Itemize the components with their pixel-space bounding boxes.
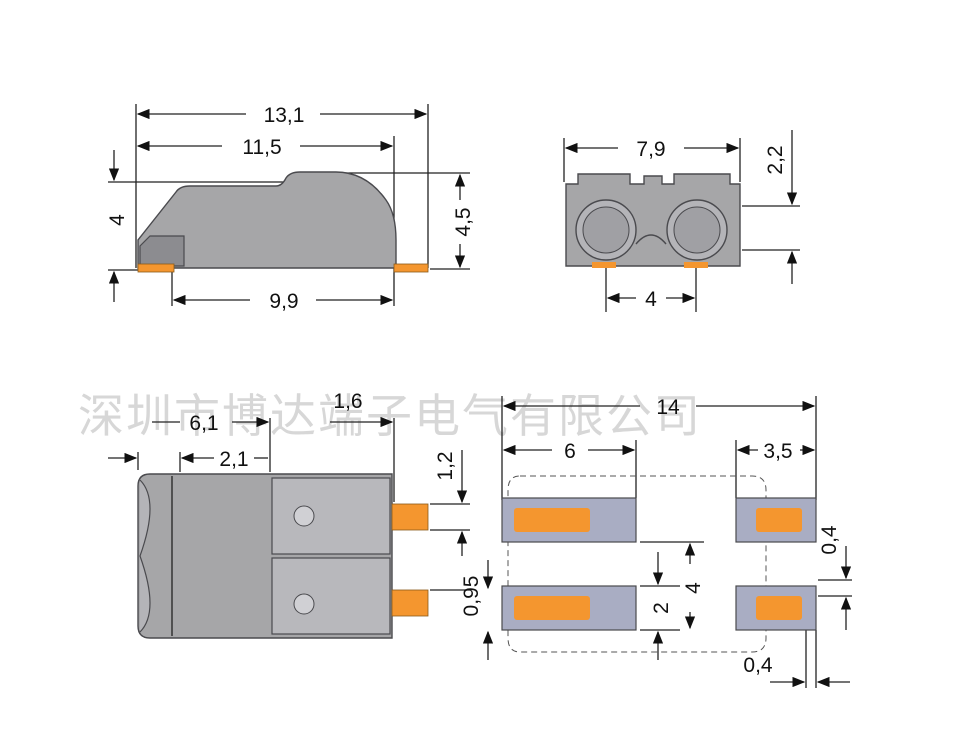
side-release-lever (139, 235, 185, 267)
front-contact-left (592, 262, 616, 268)
top-pin-lower (391, 589, 429, 617)
watermark-text: 深圳市博达端子电气有限公司 (78, 389, 702, 443)
dim-right-pad-label: 3,5 (763, 440, 792, 463)
pad-left-upper-contact (514, 508, 590, 532)
dim-height-left-label: 4 (106, 214, 129, 226)
dim-b-label: 2,1 (219, 448, 248, 471)
dim-gap-right-label: 0,4 (818, 525, 841, 555)
pad-right-lower-contact (756, 596, 802, 620)
dim-pitch-label: 4 (645, 288, 657, 311)
top-pin-upper (391, 503, 429, 531)
dim-top-label: 2,2 (764, 145, 787, 174)
side-solder-pad-left (137, 263, 175, 273)
dim-bottom-label: 0,4 (743, 654, 773, 677)
top-clamp-lower (271, 557, 391, 635)
front-view: 7,9 2,2 4 (563, 130, 800, 312)
footprint-outline (507, 475, 767, 653)
dim-left-pad-label: 6 (564, 440, 576, 463)
top-view: 6,1 2,1 1,6 1,2 0,95 (108, 390, 494, 660)
dim-body-label: 11,5 (242, 136, 281, 159)
dim-c-label: 1,6 (333, 390, 362, 413)
front-wire-entry-left-inner (582, 206, 630, 254)
dim-pitch-label: 0,95 (460, 576, 483, 617)
front-contact-right (684, 262, 708, 268)
footprint-view: 14 6 3,5 2 4 0,4 (501, 396, 852, 688)
front-divider (635, 234, 667, 245)
top-lever-profile (139, 479, 151, 633)
dim-base-label: 9,9 (269, 290, 298, 313)
dim-pitch-label: 4 (682, 582, 705, 594)
side-view: 13,1 11,5 9,9 4 4,5 (106, 104, 475, 313)
dim-width-label: 7,9 (636, 138, 665, 161)
top-hole-lower (293, 593, 315, 615)
top-clamp-upper (271, 477, 391, 555)
dim-a-label: 6,1 (189, 412, 218, 435)
dim-pin-label: 1,2 (434, 451, 457, 480)
dim-height-right-label: 4,5 (452, 207, 475, 236)
dim-total-label: 14 (656, 396, 680, 419)
dim-pad-h-label: 2 (650, 602, 673, 614)
side-body (137, 171, 397, 269)
top-hole-upper (293, 505, 315, 527)
pad-right-upper-contact (756, 508, 802, 532)
dim-overall-label: 13,1 (264, 104, 305, 127)
front-wire-entry-right-inner (673, 206, 721, 254)
pad-left-lower-contact (514, 596, 590, 620)
side-solder-pad-right (393, 263, 429, 273)
